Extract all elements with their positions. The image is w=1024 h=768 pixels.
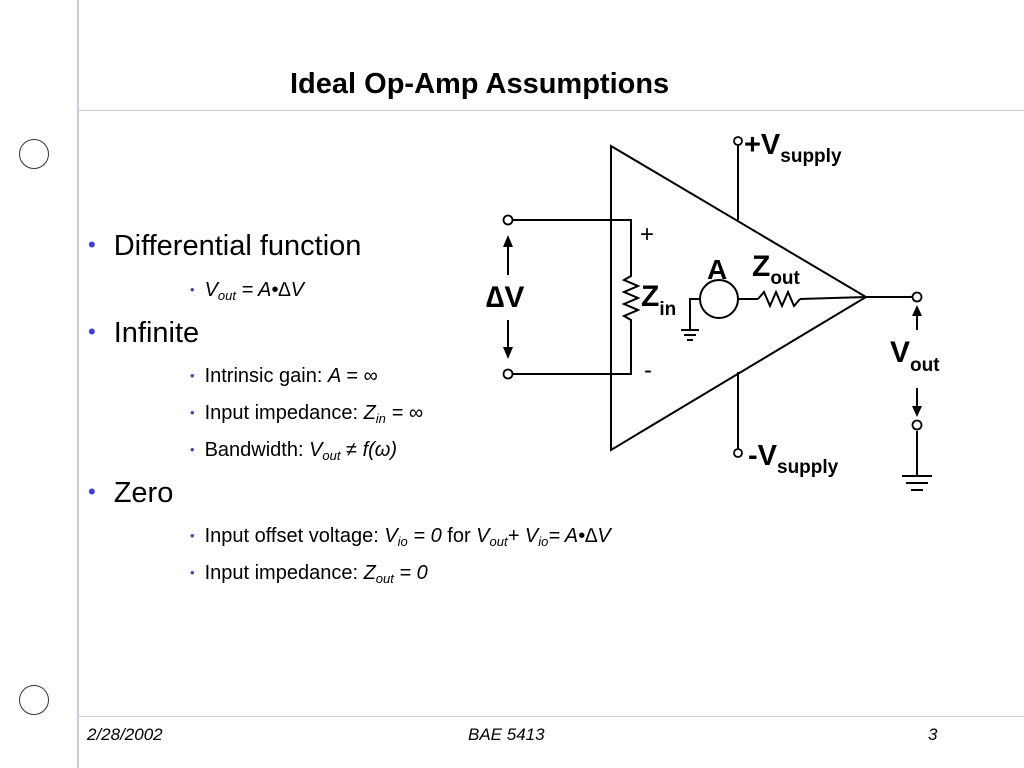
sub-bullet-bandwidth: •Bandwidth: Vout ≠ f(ω)	[190, 439, 398, 463]
gain-label: A	[707, 254, 727, 285]
binder-hole-top	[19, 139, 49, 169]
sub-bullet-offset-voltage: •Input offset voltage: Vio = 0 for Vout+…	[190, 525, 611, 549]
header-rule	[79, 110, 1024, 111]
minus-input-wire	[513, 326, 632, 375]
plus-input-terminal	[502, 214, 514, 226]
plus-input-wire	[513, 219, 632, 268]
footer-course: BAE 5413	[468, 725, 545, 744]
minus-input-label: -	[644, 357, 652, 384]
zin-resistor	[621, 268, 641, 326]
sub-bullet-input-impedance: •Input impedance: Zin = ∞	[190, 402, 423, 426]
bullet-differential: •Differential function	[88, 230, 362, 262]
gain-source	[699, 279, 739, 319]
slide-title: Ideal Op-Amp Assumptions	[290, 68, 670, 100]
plus-input-label: +	[640, 221, 654, 248]
vout-label: Vout	[890, 336, 940, 376]
minus-supply-terminal	[733, 448, 743, 458]
minus-input-terminal	[502, 368, 514, 380]
minus-supply-label: -Vsupply	[748, 440, 839, 478]
margin-line-vertical	[77, 0, 79, 768]
footer-page-number: 3	[928, 725, 938, 744]
footer-date: 2/28/2002	[87, 725, 163, 744]
zout-resistor	[757, 289, 801, 309]
delta-v-label: ∆V	[486, 281, 524, 314]
zin-label: Zin	[641, 280, 676, 320]
output-terminal	[911, 291, 923, 303]
footer-rule	[79, 716, 1024, 717]
binder-hole-bottom	[19, 685, 49, 715]
source-ground-wire	[689, 298, 700, 330]
zout-label: Zout	[752, 250, 801, 289]
plus-supply-terminal	[733, 136, 743, 146]
plus-supply-label: +Vsupply	[744, 129, 842, 167]
bullet-infinite: •Infinite	[88, 317, 200, 349]
bullet-dot: •	[88, 232, 96, 257]
bullet-zero: •Zero	[88, 477, 174, 509]
sub-bullet-intrinsic-gain: •Intrinsic gain: A = ∞	[190, 365, 378, 387]
sub-bullet-output-impedance: •Input impedance: Zout = 0	[190, 562, 428, 586]
sub-bullet-vout: •Vout = A•∆V	[190, 279, 304, 303]
output-return-terminal	[911, 419, 923, 431]
